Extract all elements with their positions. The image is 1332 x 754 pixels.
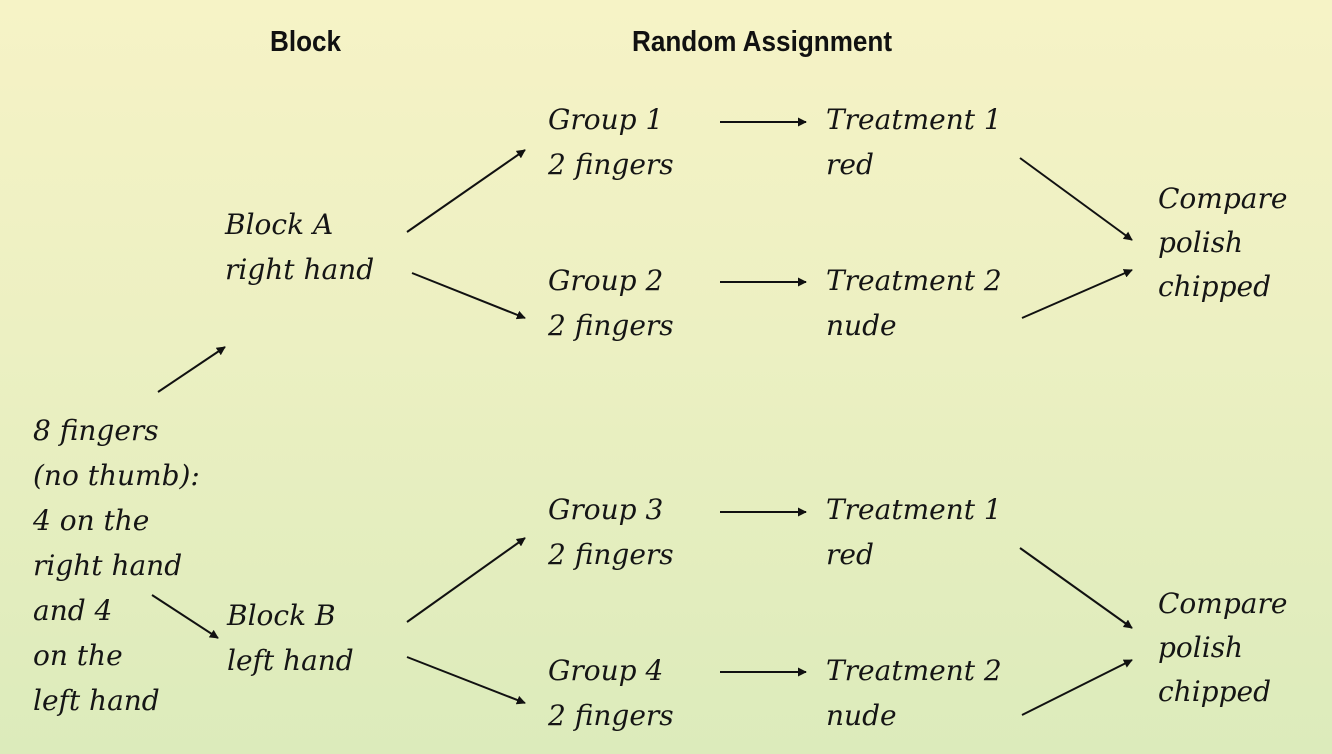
group-3-size: 2 fingers: [548, 538, 674, 571]
treatment-title: Treatment 1: [826, 103, 1002, 136]
arrow-treatment-2-to-compare-top: [1021, 269, 1133, 319]
treatment-title: Treatment 2: [826, 264, 1002, 297]
compare-bottom: Compare polish chipped: [1158, 582, 1287, 714]
arrow-block-a-to-group-2: [411, 272, 526, 320]
arrow-start-to-block-a: [157, 346, 226, 393]
arrow-block-b-to-group-3: [406, 537, 526, 623]
group-3: Group 3 2 fingers: [548, 487, 674, 577]
group-4-title: Group 4: [548, 654, 664, 687]
header-random-assignment: Random Assignment: [632, 26, 893, 58]
start-description: 8 fingers (no thumb): 4 on the right han…: [33, 408, 200, 723]
group-2: Group 2 2 fingers: [548, 258, 674, 348]
block-a-subtitle: right hand: [225, 253, 375, 286]
start-line: 4 on the: [33, 504, 150, 537]
arrow-treatment-1-to-compare-top: [1019, 157, 1133, 241]
compare-top: Compare polish chipped: [1158, 177, 1287, 309]
arrow-block-b-to-group-4: [406, 656, 526, 705]
group-4: Group 4 2 fingers: [548, 648, 674, 738]
treatment-1-bottom: Treatment 1 red: [826, 487, 1002, 577]
group-1-title: Group 1: [548, 103, 664, 136]
group-1: Group 1 2 fingers: [548, 97, 674, 187]
compare-line: Compare: [1158, 587, 1288, 620]
start-line: on the: [33, 639, 123, 672]
start-line: (no thumb):: [33, 459, 200, 492]
arrow-treatment-2-to-compare-bottom: [1021, 659, 1133, 716]
start-line: 8 fingers: [33, 414, 159, 447]
compare-line: chipped: [1158, 270, 1272, 303]
treatment-title: Treatment 1: [826, 493, 1002, 526]
group-2-title: Group 2: [548, 264, 664, 297]
treatment-1-top: Treatment 1 red: [826, 97, 1002, 187]
block-a: Block A right hand: [225, 202, 374, 292]
compare-line: polish: [1158, 631, 1244, 664]
block-b-subtitle: left hand: [227, 644, 354, 677]
arrow-treatment-1-to-compare-bottom: [1019, 547, 1133, 629]
treatment-color: red: [826, 148, 874, 181]
treatment-color: red: [826, 538, 874, 571]
group-2-size: 2 fingers: [548, 309, 674, 342]
block-b: Block B left hand: [227, 593, 354, 683]
start-line: right hand: [33, 549, 183, 582]
arrow-start-to-block-b: [151, 594, 219, 639]
header-block: Block: [270, 26, 342, 58]
start-line: and 4: [33, 594, 113, 627]
treatment-color: nude: [826, 699, 897, 732]
compare-line: Compare: [1158, 182, 1288, 215]
treatment-2-bottom: Treatment 2 nude: [826, 648, 1002, 738]
treatment-color: nude: [826, 309, 897, 342]
start-line: left hand: [33, 684, 160, 717]
treatment-title: Treatment 2: [826, 654, 1002, 687]
compare-line: polish: [1158, 226, 1244, 259]
block-a-title: Block A: [225, 208, 334, 241]
group-3-title: Group 3: [548, 493, 664, 526]
treatment-2-top: Treatment 2 nude: [826, 258, 1002, 348]
block-b-title: Block B: [227, 599, 336, 632]
group-1-size: 2 fingers: [548, 148, 674, 181]
arrow-block-a-to-group-1: [406, 149, 526, 233]
compare-line: chipped: [1158, 675, 1272, 708]
group-4-size: 2 fingers: [548, 699, 674, 732]
